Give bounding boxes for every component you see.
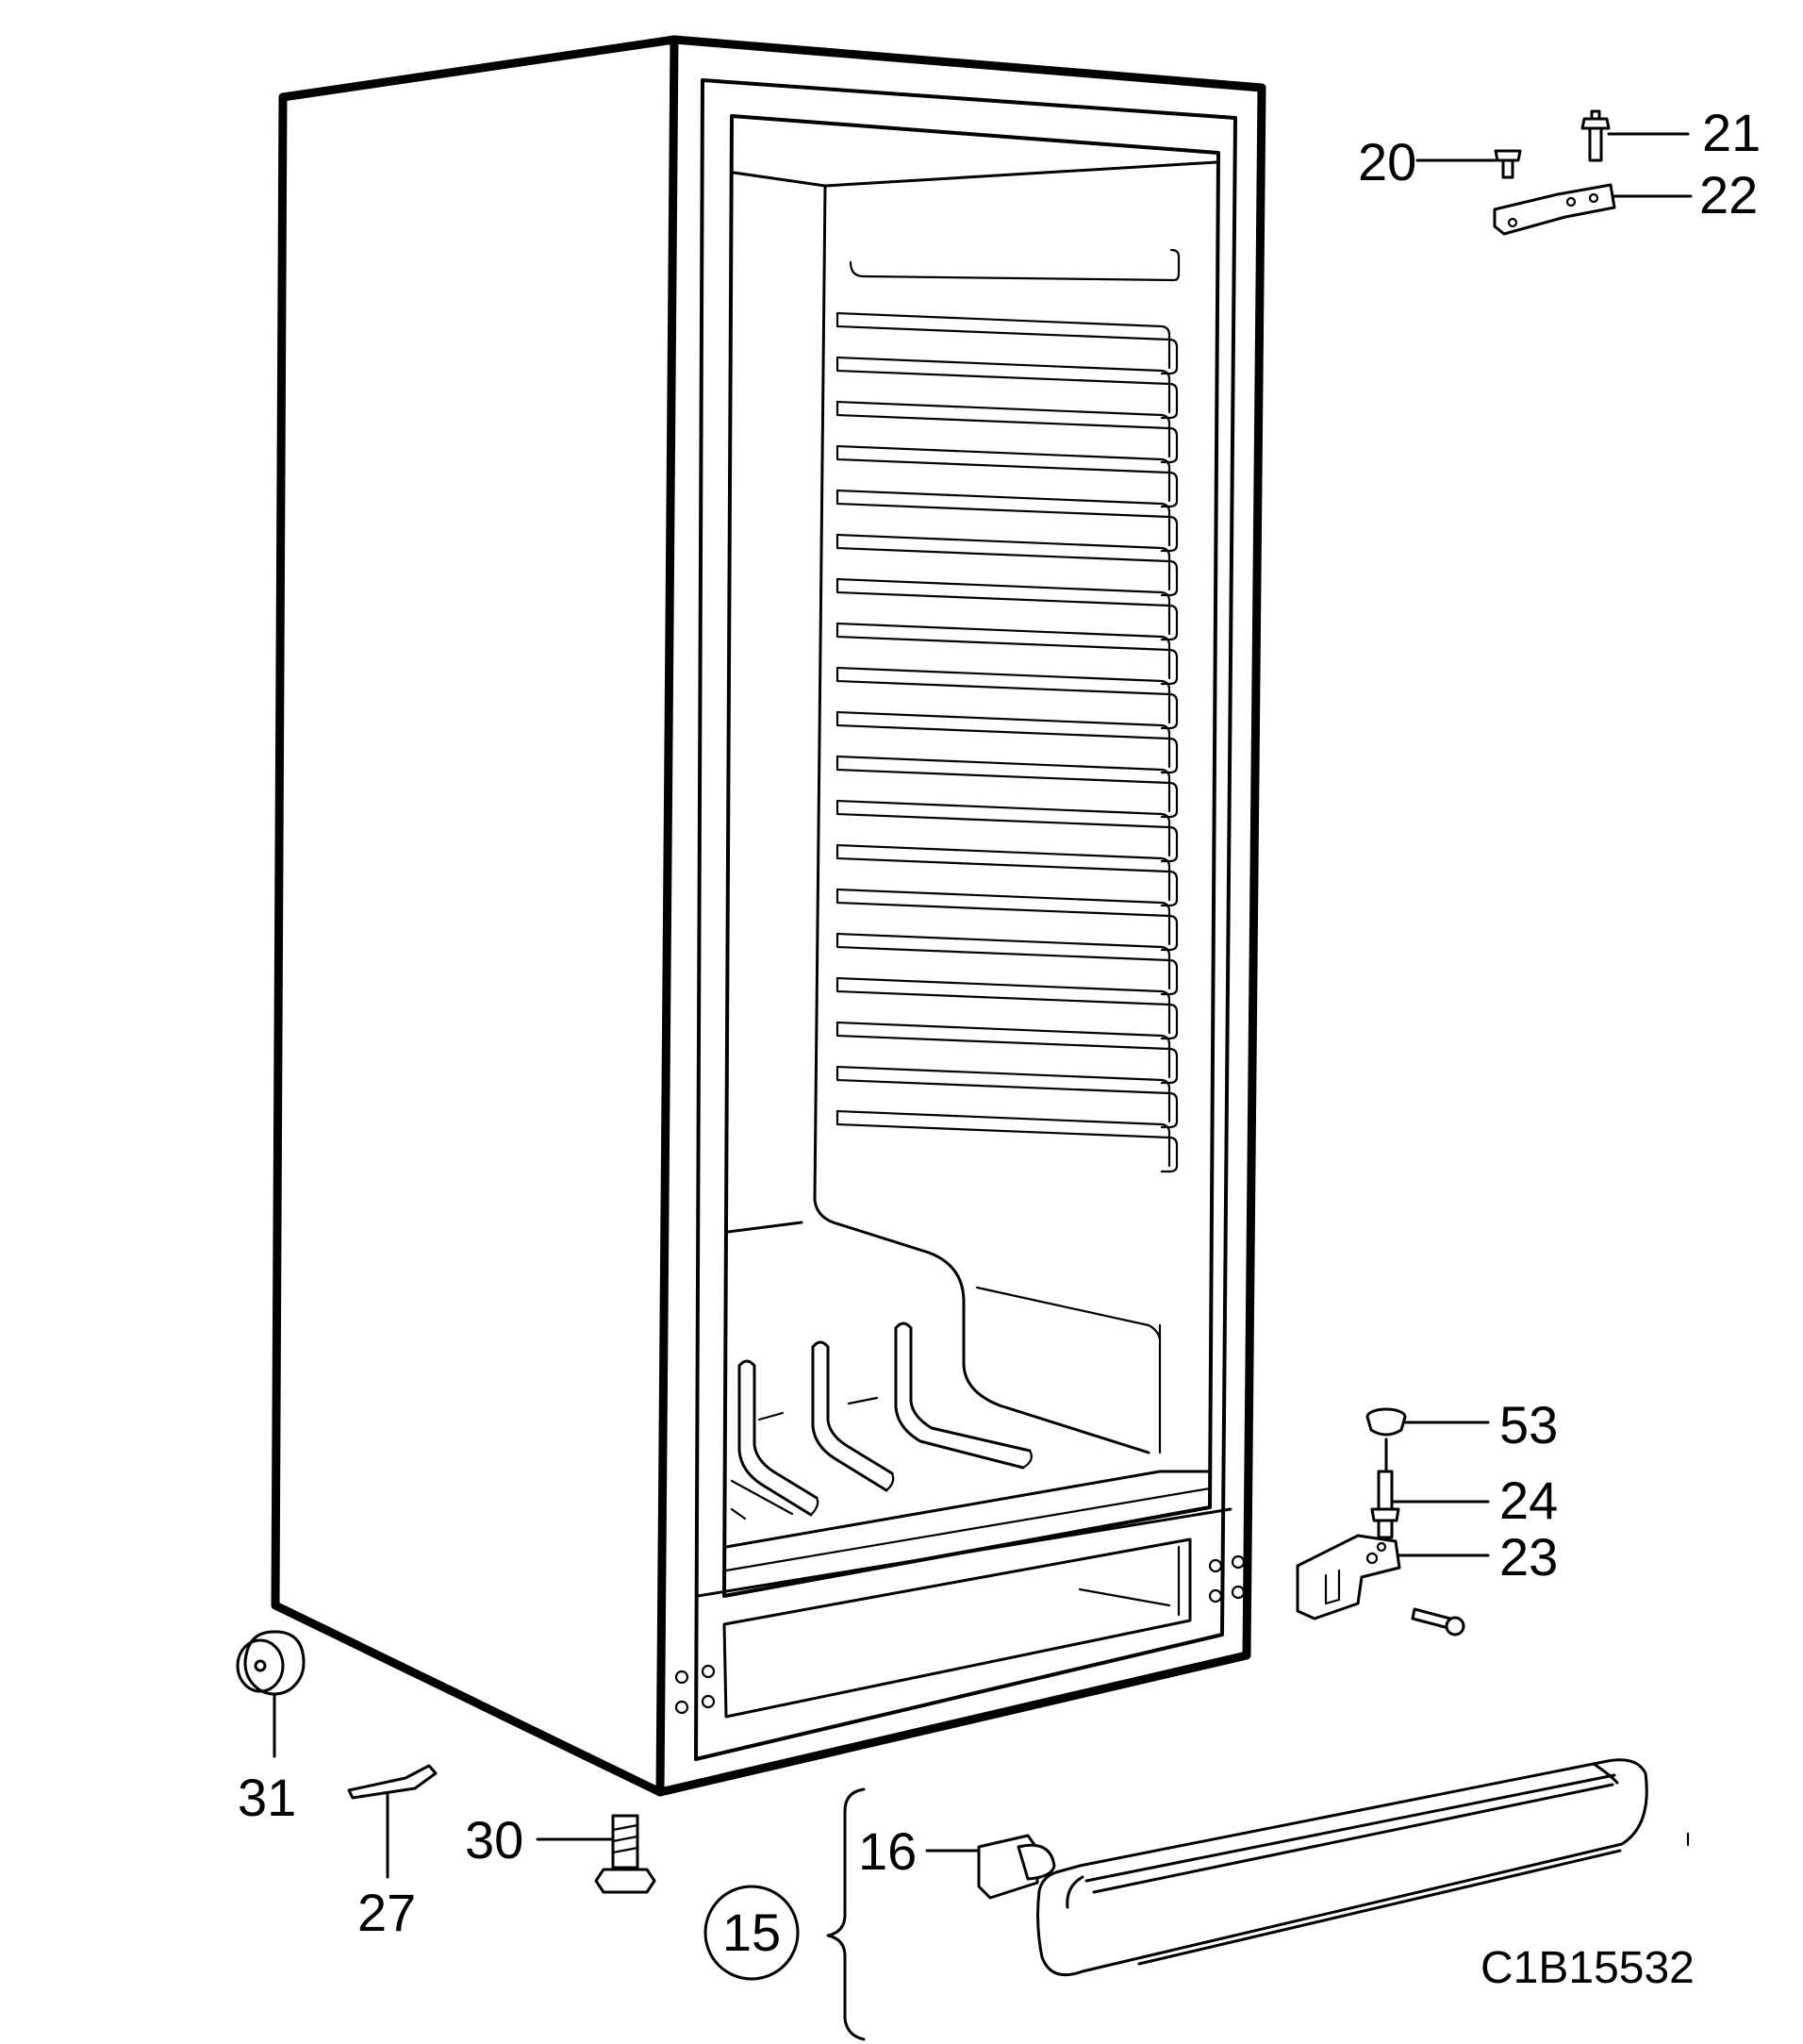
shelf-support-rib-inner	[835, 710, 1171, 769]
part-24-hinge-pin	[1370, 1470, 1400, 1539]
part-22-hinge-plate	[1493, 183, 1616, 236]
bottom-compartment	[674, 1507, 1246, 1719]
shelf-support-rib-inner	[835, 888, 1171, 946]
shelf-support-rib-inner	[835, 533, 1171, 591]
part-53-cap	[1365, 1407, 1407, 1437]
callout-16: 16	[858, 1821, 917, 1881]
part-30-adjustable-foot	[594, 1814, 656, 1894]
callout-53: 53	[1499, 1395, 1558, 1454]
shelf-support-rib-inner	[835, 577, 1171, 636]
callout-21: 21	[1702, 103, 1761, 162]
shelf-support-rib	[835, 1065, 1179, 1129]
shelf-support-rib-inner	[835, 843, 1171, 902]
shelf-support-rib	[835, 1021, 1179, 1085]
shelf-support-rib-inner	[835, 400, 1171, 458]
shelf-support-rib	[835, 755, 1179, 819]
shelf-support-rib-inner	[835, 356, 1171, 414]
shelf-support-rib	[835, 888, 1179, 952]
shelf-supports	[835, 248, 1181, 1173]
shelf-support-rib-inner	[835, 1021, 1171, 1079]
shelf-support-rib	[835, 622, 1179, 686]
shelf-support-rib	[835, 400, 1179, 464]
shelf-support-rib	[835, 843, 1179, 907]
shelf-support-rib-inner	[835, 489, 1171, 547]
callout-15-circle	[703, 1885, 800, 1981]
shelf-support-rib-inner	[835, 1065, 1171, 1123]
assembly-bracket	[826, 1787, 866, 2041]
part-21-pin	[1580, 109, 1611, 162]
part-27-spacer	[347, 1764, 438, 1800]
shelf-support-rib-inner	[835, 799, 1171, 857]
part-23-screw	[1411, 1607, 1465, 1637]
part-16-handle-end-cap	[977, 1834, 1056, 1900]
drawing-code: C1B15532	[1480, 1943, 1695, 1993]
callout-23: 23	[1499, 1527, 1558, 1587]
shelf-support-rib-inner	[835, 666, 1171, 724]
shelf-support-rib	[835, 356, 1179, 420]
shelf-support-rib	[835, 666, 1179, 730]
shelf-support-rib-top	[849, 248, 1181, 282]
shelf-support-rib-inner	[835, 755, 1171, 813]
part-31-foot	[236, 1630, 306, 1696]
shelf-support-rib-inner	[835, 444, 1171, 503]
shelf-support-rib	[835, 710, 1179, 774]
part-23-hinge-bracket	[1296, 1534, 1401, 1620]
part-20-screw	[1494, 149, 1522, 179]
shelf-support-rib	[835, 932, 1179, 996]
shelf-support-rib	[835, 444, 1179, 508]
callout-15: 15	[722, 1903, 781, 1962]
callout-30: 30	[465, 1810, 523, 1870]
shelf-support-rib-inner	[835, 932, 1171, 990]
callout-31: 31	[238, 1768, 296, 1827]
shelf-support-rib-inner	[835, 976, 1171, 1035]
handle-bar	[1036, 1758, 1648, 1977]
callout-27: 27	[357, 1883, 416, 1942]
shelf-support-rib	[835, 1109, 1179, 1173]
leader-lines	[273, 132, 1693, 1879]
callout-24: 24	[1499, 1471, 1558, 1530]
callout-22: 22	[1699, 165, 1758, 224]
shelf-support-rib-inner	[835, 311, 1171, 370]
shelf-support-rib-inner	[835, 622, 1171, 680]
shelf-support-rib	[835, 577, 1179, 641]
cabinet-body	[271, 35, 1266, 1797]
shelf-support-rib-inner	[835, 1109, 1171, 1168]
callout-20: 20	[1358, 132, 1416, 191]
evaporator-tubes	[730, 1321, 1033, 1521]
shelf-support-rib	[835, 489, 1179, 553]
shelf-support-rib	[835, 311, 1179, 375]
cabinet-liner	[724, 160, 1218, 1572]
shelf-support-rib	[835, 976, 1179, 1040]
shelf-support-rib	[835, 799, 1179, 863]
shelf-support-rib	[835, 533, 1179, 597]
